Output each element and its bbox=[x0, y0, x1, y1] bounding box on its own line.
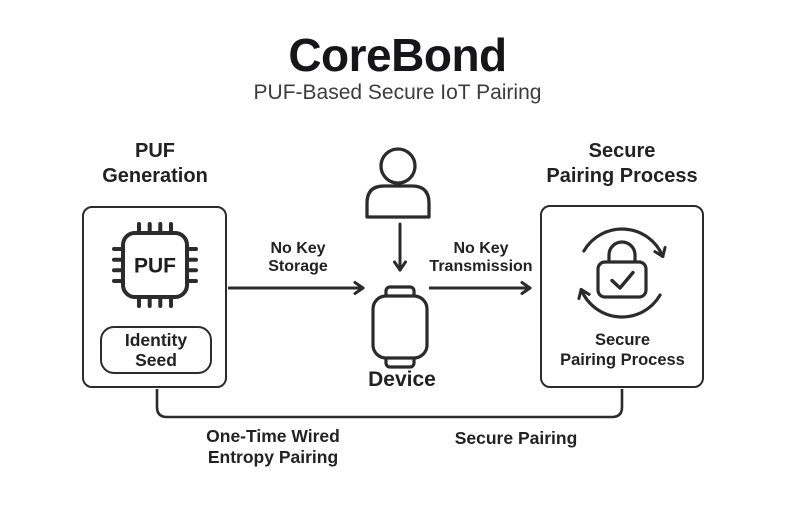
chip-icon: PUF bbox=[112, 222, 198, 308]
page-subtitle: PUF-Based Secure IoT Pairing bbox=[253, 81, 542, 104]
no-key-transmission-arrow bbox=[429, 281, 532, 295]
secure-pairing-caption: Secure Pairing Process bbox=[560, 331, 685, 369]
device-icon bbox=[371, 285, 429, 369]
one-time-wired-entropy-pairing-label: One-Time Wired Entropy Pairing bbox=[206, 426, 340, 467]
puf-generation-heading: PUF Generation bbox=[102, 140, 208, 187]
person-icon bbox=[365, 147, 431, 219]
no-key-transmission-label: No Key Transmission bbox=[429, 240, 533, 275]
identity-seed-pill: Identity Seed bbox=[100, 326, 212, 374]
lock-sync-icon bbox=[577, 227, 667, 319]
page-title: CoreBond bbox=[288, 29, 507, 81]
secure-pairing-heading: Secure Pairing Process bbox=[546, 140, 698, 187]
chip-label: PUF bbox=[134, 255, 176, 278]
no-key-storage-arrow bbox=[228, 281, 365, 295]
device-label: Device bbox=[368, 368, 436, 391]
no-key-storage-label: No Key Storage bbox=[268, 240, 328, 275]
bottom-bracket-connector bbox=[155, 389, 624, 419]
user-to-device-arrow bbox=[393, 222, 407, 272]
identity-seed-label: Identity Seed bbox=[124, 330, 188, 370]
secure-pairing-label: Secure Pairing bbox=[454, 428, 578, 448]
